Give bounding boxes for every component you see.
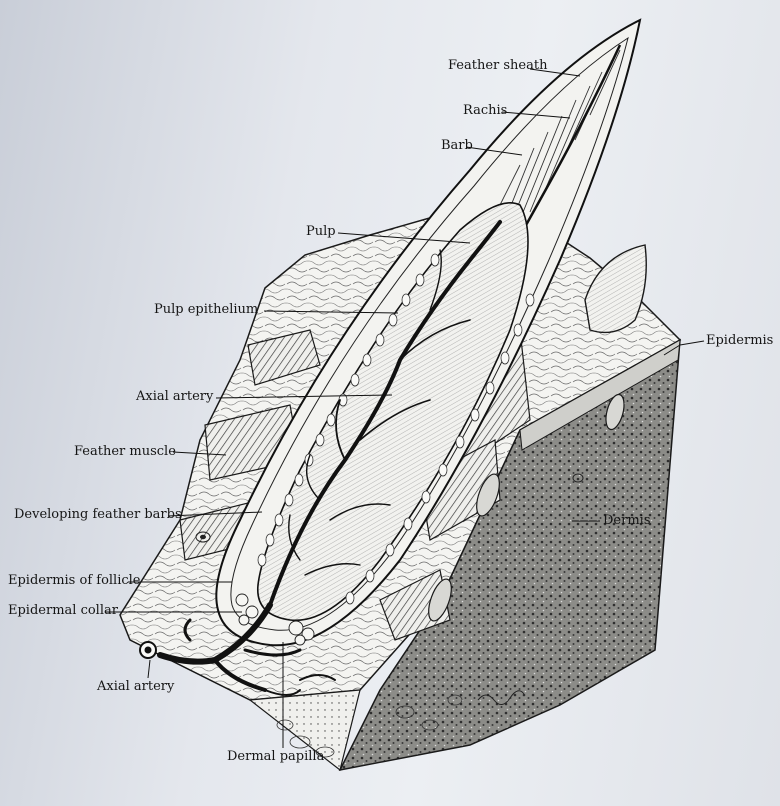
label-epidermis-of-follicle: Epidermis of follicle bbox=[8, 573, 141, 588]
label-pulp: Pulp bbox=[306, 224, 336, 239]
label-axial-artery-bottom: Axial artery bbox=[97, 679, 175, 694]
label-dermal-papilla: Dermal papilla bbox=[227, 749, 325, 764]
label-feather-sheath: Feather sheath bbox=[448, 58, 548, 73]
label-epidermis: Epidermis bbox=[706, 333, 774, 348]
epidermis-layer bbox=[519, 339, 681, 451]
developing-barbs bbox=[257, 253, 535, 605]
label-rachis: Rachis bbox=[463, 103, 508, 118]
label-axial-artery-top: Axial artery bbox=[136, 389, 214, 404]
axial-artery bbox=[157, 220, 502, 696]
label-feather-muscle: Feather muscle bbox=[74, 444, 176, 459]
epidermal-collar bbox=[235, 593, 315, 646]
neighbor-feather bbox=[584, 244, 647, 334]
label-barb: Barb bbox=[441, 138, 473, 153]
label-pulp-epithelium: Pulp epithelium bbox=[154, 302, 259, 317]
label-developing-feather-barbs: Developing feather barbs bbox=[14, 507, 182, 522]
front-face bbox=[129, 639, 361, 772]
leader-lines bbox=[106, 68, 705, 748]
label-dermis: Dermis bbox=[603, 513, 651, 528]
label-epidermal-collar: Epidermal collar bbox=[8, 603, 118, 618]
